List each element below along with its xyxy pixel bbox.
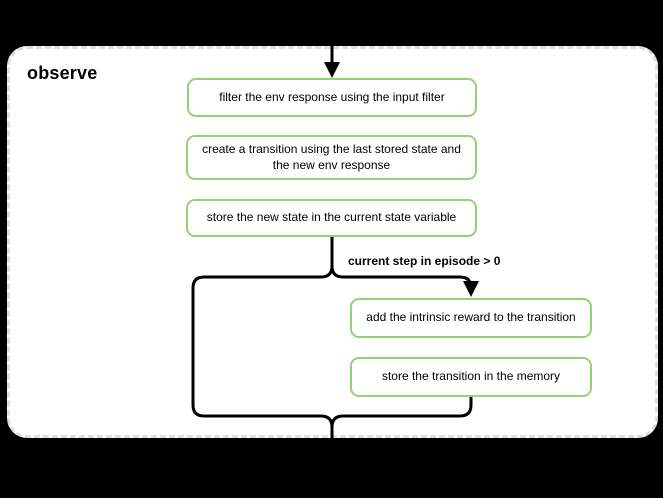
- node-label: store the new state in the current state…: [206, 210, 457, 225]
- node-label: store the transition in the memory: [381, 369, 561, 384]
- edge-condition-label: current step in episode > 0: [348, 254, 501, 268]
- node-store-transition: store the transition in the memory: [350, 357, 592, 397]
- node-label: add the intrinsic reward to the transiti…: [366, 310, 576, 325]
- node-filter-env-response: filter the env response using the input …: [187, 78, 477, 117]
- merge-line: [330, 397, 473, 428]
- entry-arrowhead-icon: [324, 62, 340, 78]
- node-label: create a transition using the last store…: [202, 141, 461, 172]
- node-store-new-state: store the new state in the current state…: [186, 199, 477, 237]
- true-branch-line: [330, 265, 473, 292]
- group-title: observe: [27, 63, 98, 83]
- node-label: filter the env response using the input …: [219, 89, 445, 104]
- node-create-transition: create a transition using the last store…: [186, 135, 477, 180]
- true-branch-arrowhead-icon: [463, 281, 479, 297]
- false-branch-line: [191, 237, 334, 442]
- node-add-intrinsic-reward: add the intrinsic reward to the transiti…: [350, 298, 592, 338]
